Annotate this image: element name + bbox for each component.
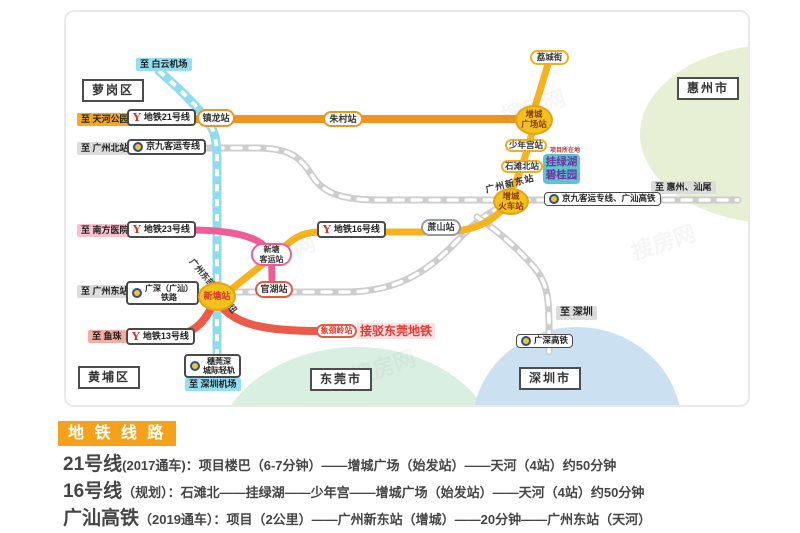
station-shitanbei: 石滩北站 [501, 160, 543, 173]
legend-title: 地 铁 线 路 [58, 421, 177, 447]
legend-line-name: 广汕高铁 [63, 508, 140, 529]
station-label: 火车站 [498, 200, 524, 211]
legend-line-name: 16号线 [63, 481, 123, 502]
line-badge-label: 地铁13号线 [142, 330, 189, 341]
direction-huizhou-shanwei: 至 惠州、汕尾 [651, 181, 716, 194]
line-badge-label: 地铁16号线 [333, 223, 380, 234]
station-label: 增城 [525, 109, 543, 120]
metro-logo-icon: Y [133, 111, 141, 124]
railway-logo-icon [521, 336, 531, 346]
project-name-line: 挂绿湖 [545, 156, 578, 168]
direction-yuzhu: 至 鱼珠 [88, 330, 126, 343]
legend-row-line16: 16号线（规划）：石滩北——挂绿湖——少年宫——增城广场（始发站）——天河（4站… [63, 476, 644, 503]
direction-tianhe-park: 至 天河公园 [77, 113, 133, 126]
line-badge-guangshen-rail: 广深（广汕） 铁路 [126, 281, 199, 306]
legend-line-note: （2019通车）： [139, 512, 227, 527]
legend-line-name: 21号线 [63, 454, 123, 475]
legend-line-desc: 项目楼巴（6-7分钟）——增城广场（始发站）——天河（4站）约50分钟 [198, 458, 617, 473]
direction-baiyun-airport: 至 白云机场 [136, 58, 192, 71]
legend-row-guangshan-hsr: 广汕高铁（2019通车）：项目（2公里）——广州新东站（增城）——20分钟——广… [63, 503, 651, 530]
direction-guangzhou-north: 至 广州北站 [77, 142, 133, 155]
direction-guangzhou-east: 至 广州东站 [77, 285, 133, 298]
station-guanhu: 官湖站 [255, 281, 293, 298]
legend-line-note: (2017通车)： [122, 458, 199, 473]
line-badge-21: Y 地铁21号线 [127, 109, 196, 126]
project-gualvhu-biguiyuan: 挂绿湖 碧桂园 [543, 154, 580, 185]
direction-shenzhen: 至 深圳 [556, 306, 597, 320]
note-dongguan-metro-link: 接驳东莞地铁 [357, 323, 436, 340]
line-badge-13: Y 地铁13号线 [126, 328, 195, 345]
project-name-line: 碧桂园 [545, 169, 578, 182]
line-badge-label: 城际轻轨 [203, 366, 235, 376]
region-label-shenzhen: 深圳市 [519, 367, 582, 391]
station-label: 广场站 [521, 119, 547, 129]
station-zengcheng-railway: 增城 火车站 [493, 188, 529, 215]
line-badge-label: 铁路 [161, 293, 177, 303]
direction-shenzhen-airport: 至 深圳机场 [185, 378, 241, 391]
railway-logo-icon [133, 142, 143, 152]
line-badge-label: 京九客运专线 [146, 141, 201, 152]
station-licheng: 荔城街 [530, 50, 569, 65]
line-badge-label: 广深高铁 [534, 335, 569, 346]
line-badge-label: 地铁23号线 [143, 223, 190, 234]
metro-logo-icon: Y [323, 223, 331, 236]
line-badge-23: Y 地铁23号线 [127, 221, 196, 238]
line-badge-label: 广深（广汕） [145, 284, 193, 293]
station-zheshan: 蔗山站 [421, 219, 461, 236]
station-label: 客运站 [259, 254, 284, 264]
metro-logo-icon: Y [133, 223, 141, 236]
legend-row-line21: 21号线(2017通车)：项目楼巴（6-7分钟）——增城广场（始发站）——天河（… [63, 449, 616, 476]
line-badge-jingjiu: 京九客运专线 [127, 139, 207, 155]
station-xintang-coach: 新塘 客运站 [251, 243, 292, 266]
legend-line-desc: 石滩北——挂绿湖——少年宫——增城广场（始发站）——天河（4站）约50分钟 [180, 485, 645, 500]
metro-logo-icon: Y [132, 330, 140, 343]
line-badge-16: Y 地铁16号线 [317, 221, 386, 238]
line-badge-label: 地铁21号线 [143, 111, 190, 122]
line-badge-jingjiu-guangshan: 京九客运专线、广汕高铁 [544, 192, 661, 206]
region-label-huangpu: 黄埔区 [78, 366, 141, 390]
line-badge-guangshen-hsr: 广深高铁 [516, 334, 574, 348]
direction-nanfang-hospital: 至 南方医院 [77, 224, 133, 237]
station-xintang: 新塘站 [198, 282, 236, 311]
legend-line-desc: 项目（2公里）——广州新东站（增城）——20分钟——广州东站（天河） [226, 512, 652, 527]
region-label-huizhou: 惠州市 [677, 77, 740, 101]
line-badge-label: 京九客运专线、广汕高铁 [562, 193, 656, 204]
project-location-tag: 项目所在地 [550, 148, 581, 154]
station-zengcheng-square: 增城 广场站 [515, 105, 553, 135]
railway-logo-icon [132, 288, 142, 299]
line-badge-swsz: 穗莞深 城际轻轨 [184, 354, 241, 379]
railway-logo-icon [190, 361, 200, 372]
station-zhucun: 朱村站 [323, 111, 363, 127]
legend-line-note: （规划）： [122, 485, 181, 500]
railway-logo-icon [549, 194, 559, 204]
station-shaoniangong: 少年宫站 [505, 139, 547, 152]
line-badge-label: 穗莞深 [207, 357, 231, 366]
station-xiangjingling: 象颈岭站 [316, 324, 357, 338]
station-label: 新塘 [263, 245, 280, 255]
station-zhenlong: 镇龙站 [197, 109, 235, 127]
region-label-dongguan: 东莞市 [310, 368, 373, 392]
region-label-luogang: 萝岗区 [82, 79, 145, 103]
